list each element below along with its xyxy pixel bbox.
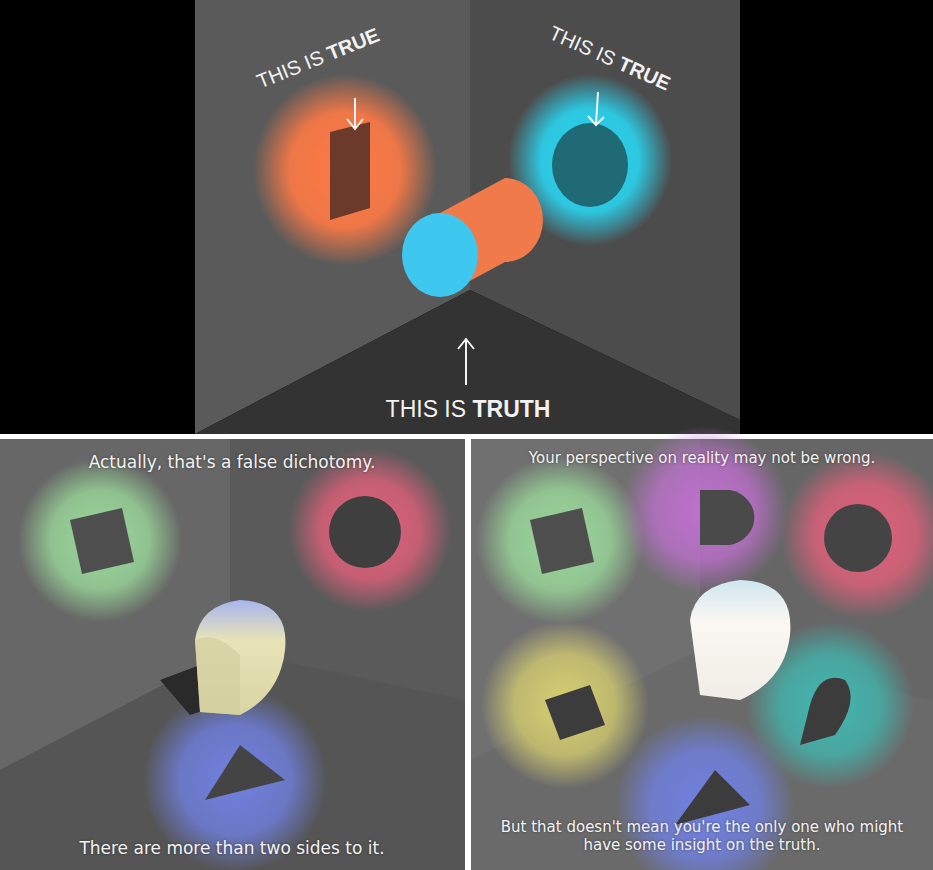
caption-text: Actually, that's a false dichotomy. [89,452,376,472]
caption-text: Your perspective on reality may not be w… [529,449,875,467]
truth-label: THIS IS TRUTH [386,396,551,424]
caption-text: There are more than two sides to it. [79,838,384,858]
caption-text: But that doesn't mean you're the only on… [482,818,922,854]
